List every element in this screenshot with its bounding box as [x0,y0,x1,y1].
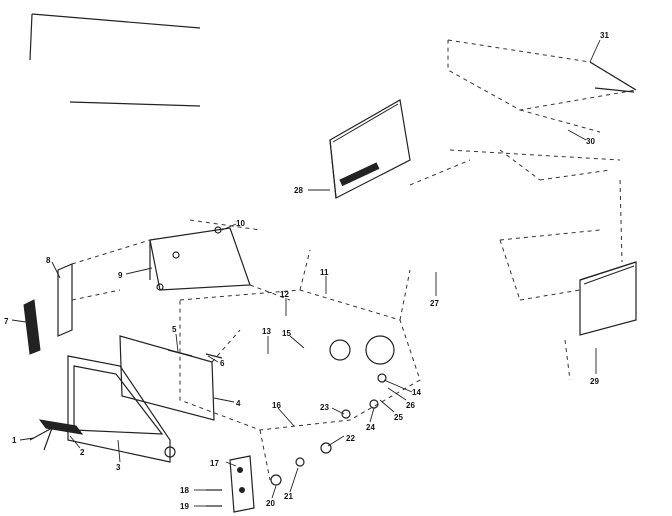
callout-20: 20 [266,499,275,508]
callout-4: 4 [236,399,241,408]
callout-28: 28 [294,186,303,195]
circuit-board-upper [329,99,471,199]
corner-marks [29,13,201,107]
callout-9: 9 [118,271,123,280]
callout-25: 25 [394,413,403,422]
callout-26: 26 [406,401,415,410]
callout-3: 3 [116,463,121,472]
rear-chassis-panel [499,179,637,381]
callout-27: 27 [430,299,439,308]
callout-18: 18 [180,486,189,495]
callout-15: 15 [282,329,291,338]
left-end-cap [57,239,151,337]
callout-6: 6 [220,359,225,368]
callout-31: 31 [600,31,609,40]
hardware-parts [167,226,387,507]
callout-16: 16 [272,401,281,410]
callout-11: 11 [320,268,329,277]
speaker-grille [23,299,41,355]
callout-17: 17 [210,459,219,468]
callout-13: 13 [262,327,271,336]
callout-labels: 1 2 3 4 5 6 7 8 9 10 11 12 13 14 15 16 1… [4,31,609,511]
main-chassis-outline [179,249,421,481]
callout-10: 10 [236,219,245,228]
callout-14: 14 [412,388,421,397]
top-cover-assembly [447,39,638,181]
leader-lines [11,39,601,507]
callout-12: 12 [280,290,289,299]
callout-21: 21 [284,492,293,501]
callout-2: 2 [80,448,85,457]
side-bracket [149,219,291,301]
knob-strip [29,419,84,451]
callout-5: 5 [172,325,177,334]
callout-7: 7 [4,317,9,326]
callout-23: 23 [320,403,329,412]
callout-1: 1 [12,436,17,445]
callout-19: 19 [180,502,189,511]
callout-22: 22 [346,434,355,443]
callout-8: 8 [46,256,51,265]
callout-29: 29 [590,377,599,386]
callout-24: 24 [366,423,375,432]
mounting-bracket [229,455,255,513]
callout-30: 30 [586,137,595,146]
